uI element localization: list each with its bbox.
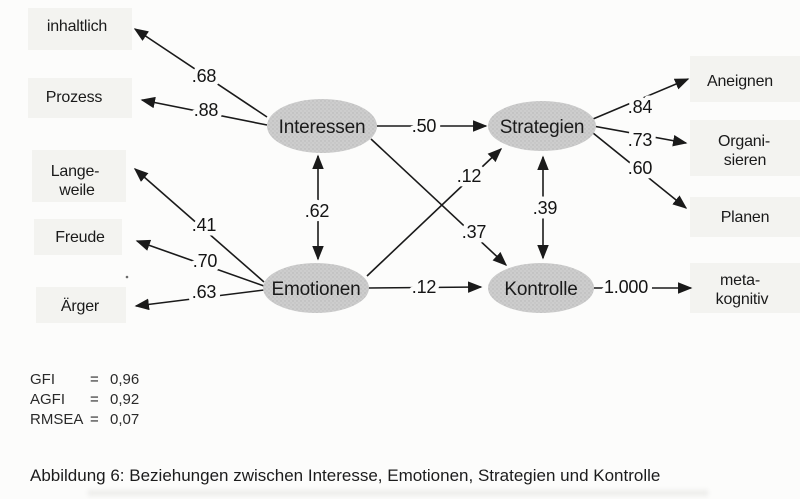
label-shade-metakognitiv: [690, 263, 800, 313]
label-shade-prozess: [28, 78, 132, 118]
coef-emotionen-aerger: .63: [192, 282, 217, 302]
fit-row-agfi: AGFI = 0,92: [30, 390, 139, 410]
latent-label-emotionen: Emotionen: [271, 279, 360, 300]
observed-label-aneignen: Aneignen: [707, 73, 773, 90]
latent-node-strategien: [488, 101, 596, 151]
observed-label-aerger: Ärger: [61, 297, 100, 315]
coef-interessen-inhaltlich: .68: [192, 66, 217, 86]
fit-label: GFI: [30, 371, 55, 388]
arrow-interessen-prozess: [140, 96, 268, 126]
coef-interessen-strategien: .50: [412, 116, 437, 136]
arrow-emotionen-aerger: [134, 289, 265, 311]
observed-label-organisieren-line1: Organi-: [718, 133, 770, 150]
arrow-emotionen-strategien: [366, 148, 503, 277]
latent-node-kontrolle: [488, 263, 594, 313]
observed-label-planen: Planen: [721, 209, 770, 226]
equals-sign: =: [90, 371, 99, 388]
coef-strategien-organisieren: .73: [628, 130, 653, 150]
observed-label-langeweile-line1: Lange-: [51, 163, 100, 180]
latent-label-strategien: Strategien: [500, 117, 585, 138]
observed-label-metakognitiv-line1: meta-: [720, 272, 760, 289]
equals-sign: =: [90, 391, 99, 408]
scan-shadow-band: [88, 490, 708, 496]
observed-label-metakognitiv-line2: kognitiv: [716, 291, 769, 308]
latent-label-kontrolle: Kontrolle: [504, 279, 577, 300]
observed-label-prozess: Prozess: [46, 89, 103, 106]
observed-label-freude: Freude: [55, 229, 105, 246]
sem-path-diagram: Interessen Emotionen Strategien Kontroll…: [28, 8, 800, 323]
arrow-strategien-organisieren: [592, 125, 688, 147]
fit-value: 0,92: [110, 391, 140, 408]
fit-statistics: GFI = 0,96 AGFI = 0,92 RMSEA = 0,07: [30, 370, 139, 430]
arrow-interessen-kontrolle: [370, 138, 508, 266]
latent-node-emotionen: [263, 263, 369, 313]
fit-value: 0,96: [110, 371, 140, 388]
arrow-emotionen-kontrolle: [367, 281, 483, 293]
fit-row-rmsea: RMSEA = 0,07: [30, 410, 139, 430]
label-shade-langeweile: [32, 150, 126, 202]
figure-caption: Abbildung 6: Beziehungen zwischen Intere…: [30, 466, 661, 485]
coef-strategien-planen: .60: [628, 158, 653, 178]
fit-row-gfi: GFI = 0,96: [30, 370, 139, 390]
coef-interessen-kontrolle: .37: [462, 222, 487, 242]
fit-value: 0,07: [110, 411, 140, 428]
latent-node-interessen: [267, 99, 377, 153]
coef-strategien-kontrolle: .39: [533, 198, 558, 218]
coef-interessen-emotionen: .62: [305, 201, 330, 221]
arrow-strategien-planen: [592, 132, 688, 209]
fit-label: AGFI: [30, 391, 66, 408]
observed-label-langeweile-line2: weile: [58, 182, 95, 199]
coef-strategien-aneignen: .84: [628, 97, 653, 117]
label-shade-aneignen: [690, 56, 800, 102]
coef-emotionen-langeweile: .41: [192, 215, 217, 235]
arrow-interessen-inhaltlich: [133, 28, 268, 118]
arrow-emotionen-langeweile: [133, 168, 265, 283]
coef-kontrolle-metakognitiv: 1.000: [604, 277, 648, 297]
label-shade-organisieren: [690, 120, 800, 176]
label-shade-aerger: [36, 287, 126, 323]
observed-label-organisieren-line2: sieren: [724, 152, 766, 169]
equals-sign: =: [90, 411, 99, 428]
label-shade-inhaltlich: [28, 8, 132, 50]
coef-emotionen-freude: .70: [193, 251, 218, 271]
observed-label-inhaltlich: inhaltlich: [47, 18, 107, 35]
arrow-emotionen-freude: [135, 239, 265, 287]
latent-label-interessen: Interessen: [279, 117, 366, 138]
scan-speck: [125, 275, 129, 279]
label-shade-planen: [690, 197, 800, 237]
coef-emotionen-strategien: .12: [457, 166, 482, 186]
arrow-strategien-aneignen: [592, 78, 690, 120]
label-shade-freude: [34, 219, 122, 255]
fit-label: RMSEA: [30, 411, 84, 428]
coef-interessen-prozess: .88: [194, 100, 219, 120]
coef-emotionen-kontrolle: .12: [412, 277, 437, 297]
